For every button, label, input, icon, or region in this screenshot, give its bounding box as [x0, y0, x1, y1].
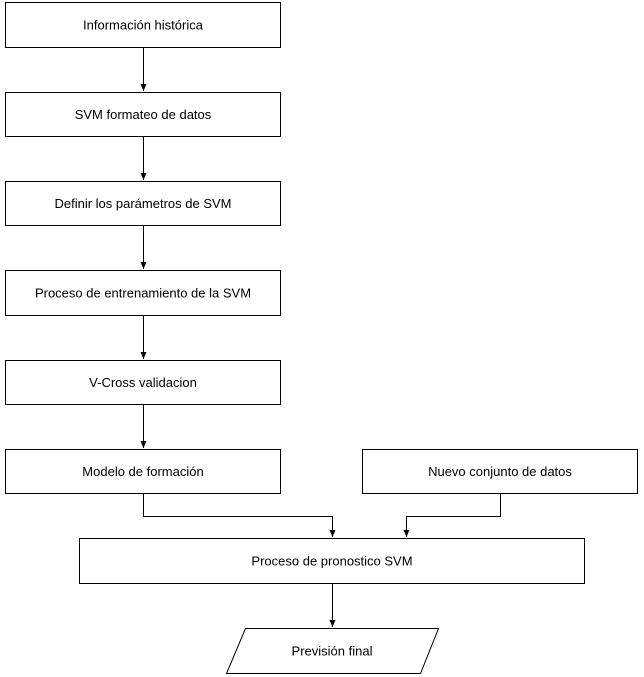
- node-forecast-process: Proceso de pronostico SVM: [79, 538, 585, 584]
- node-forecast-process-label: Proceso de pronostico SVM: [251, 554, 412, 569]
- node-cross-validation: V-Cross validacion: [5, 360, 281, 405]
- node-final-forecast-label: Previsión final: [292, 644, 373, 659]
- node-cross-validation-label: V-Cross validacion: [89, 375, 197, 390]
- node-final-forecast: Previsión final: [225, 628, 440, 674]
- node-svm-format-label: SVM formateo de datos: [75, 107, 212, 122]
- node-training-process: Proceso de entrenamiento de la SVM: [5, 270, 281, 316]
- node-training-process-label: Proceso de entrenamiento de la SVM: [35, 286, 251, 301]
- node-training-model: Modelo de formación: [5, 449, 281, 494]
- node-define-params: Definir los parámetros de SVM: [5, 181, 281, 226]
- node-svm-format: SVM formateo de datos: [5, 92, 281, 137]
- node-new-dataset-label: Nuevo conjunto de datos: [428, 464, 572, 479]
- node-historical-info: Información histórica: [5, 2, 281, 48]
- arrow-newdata-to-forecast: [403, 493, 501, 537]
- node-new-dataset: Nuevo conjunto de datos: [362, 449, 638, 494]
- node-define-params-label: Definir los parámetros de SVM: [54, 196, 231, 211]
- node-historical-info-label: Información histórica: [83, 18, 204, 33]
- node-training-model-label: Modelo de formación: [82, 464, 203, 479]
- arrow-model-to-forecast: [143, 493, 336, 537]
